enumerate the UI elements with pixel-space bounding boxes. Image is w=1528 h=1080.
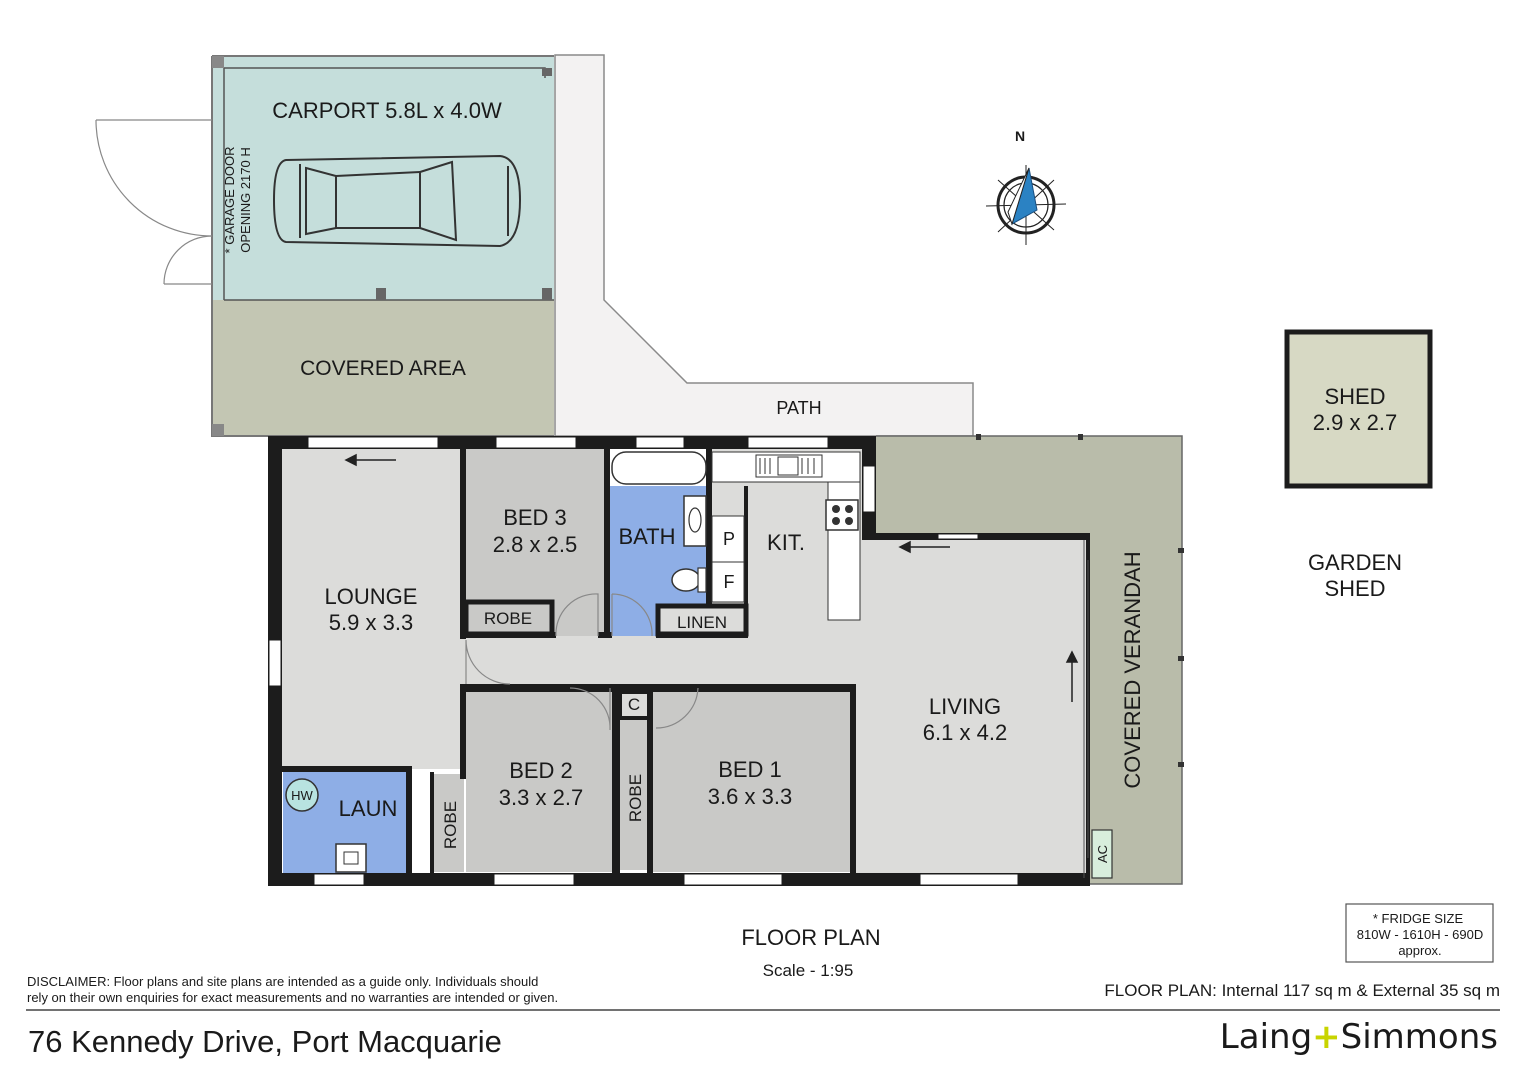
kitchen-label: KIT. (767, 530, 805, 555)
property-address: 76 Kennedy Drive, Port Macquarie (28, 1024, 502, 1059)
cupboard-c (618, 690, 651, 720)
verandah-label: COVERED VERANDAH (1120, 551, 1145, 788)
linen-cupboard (655, 603, 749, 637)
bed3-size: 2.8 x 2.5 (493, 532, 577, 557)
ac-label: AC (1095, 845, 1110, 863)
bed1-label: BED 1 (718, 757, 782, 782)
compass-north-label: N (1015, 128, 1025, 144)
robe-bed1-label: ROBE (626, 774, 645, 822)
fridge-note-line3: approx. (1398, 943, 1441, 958)
plan-title: FLOOR PLAN (741, 925, 880, 950)
carport-post (376, 288, 386, 300)
laundry-tub (335, 843, 367, 873)
carport-post (212, 56, 224, 68)
cooktop-burners (832, 505, 853, 525)
fridge-note-line2: 810W - 1610H - 690D (1357, 927, 1483, 942)
shed-label: SHED (1324, 384, 1385, 409)
cooktop-icon (825, 499, 859, 531)
cupboard-label: C (628, 695, 640, 714)
door-swings (465, 593, 699, 731)
carport-label: CARPORT 5.8L x 4.0W (272, 98, 502, 123)
fridge-label: F (724, 572, 735, 592)
disclaimer-line2: rely on their own enquiries for exact me… (27, 990, 558, 1005)
brand-name-right: Simmons (1341, 1017, 1498, 1057)
gate-swing (95, 119, 213, 237)
brand-logo: Laing+Simmons (1220, 1017, 1498, 1057)
robe-bed2-label: ROBE (441, 801, 460, 849)
living-fill (856, 540, 1088, 878)
sliding-door (1083, 540, 1089, 878)
robe-fill (620, 718, 650, 870)
living-size: 6.1 x 4.2 (923, 720, 1007, 745)
fridge-note-line1: * FRIDGE SIZE (1373, 911, 1464, 926)
sink-drainer (759, 458, 815, 474)
garage-door-note-line1: * GARAGE DOOR (222, 147, 237, 254)
brand-plus: + (1312, 1017, 1341, 1057)
hall-fill (462, 636, 856, 688)
pantry (711, 515, 745, 563)
toilet (671, 568, 701, 592)
covered-area-label: COVERED AREA (300, 357, 466, 380)
basin (688, 507, 702, 533)
bed2-label: BED 2 (509, 758, 573, 783)
ac-unit (1091, 829, 1113, 879)
arrow-icon (344, 453, 1079, 702)
sink-bowl (777, 456, 799, 476)
robe-bed3-label: ROBE (484, 609, 532, 628)
area-summary: FLOOR PLAN: Internal 117 sq m & External… (1104, 981, 1500, 1000)
bed1-size: 3.6 x 3.3 (708, 784, 792, 809)
plan-scale: Scale - 1:95 (763, 961, 854, 980)
hot-water-label: HW (291, 788, 313, 803)
bathtub (611, 451, 707, 485)
path-area (554, 54, 974, 437)
bed2-fill (466, 692, 614, 872)
carport-area (212, 56, 554, 300)
lounge-fill (282, 449, 462, 769)
bed1-fill (650, 692, 852, 872)
covered-area (212, 300, 554, 436)
garage-door-note: * GARAGE DOOR OPENING 2170 H (222, 147, 253, 254)
garage-door-note-line2: OPENING 2170 H (238, 147, 253, 253)
living-label: LIVING (929, 694, 1001, 719)
hot-water-icon (285, 778, 319, 812)
linen-label: LINEN (677, 613, 727, 632)
disclaimer-line1: DISCLAIMER: Floor plans and site plans a… (27, 974, 538, 989)
verandah-posts (976, 434, 1184, 767)
laundry-tub-bowl (343, 851, 359, 865)
carport-post (542, 288, 552, 300)
garden-shed-label-line2: SHED (1324, 576, 1385, 601)
path-label: PATH (776, 398, 821, 418)
gate-swing (163, 235, 213, 285)
fridge-space (711, 561, 745, 603)
brand-name-left: Laing (1220, 1017, 1312, 1057)
shed-size: 2.9 x 2.7 (1313, 410, 1397, 435)
windows (268, 436, 1019, 886)
robe-bed3 (463, 599, 555, 637)
garden-shed-label-line1: GARDEN (1308, 550, 1402, 575)
verandah-fill (876, 436, 1182, 884)
shed-fill (1284, 329, 1433, 489)
fridge-note-box (1345, 903, 1494, 963)
car-icon (272, 154, 522, 248)
toilet-cistern (697, 567, 707, 593)
bath-label: BATH (618, 524, 675, 549)
lounge-size: 5.9 x 3.3 (329, 610, 413, 635)
lounge-label: LOUNGE (325, 584, 418, 609)
pantry-label: P (723, 529, 735, 549)
robe-fill (434, 774, 464, 872)
bed2-size: 3.3 x 2.7 (499, 785, 583, 810)
carport-post (542, 68, 552, 76)
kitchen-sink (755, 454, 823, 478)
compass-icon (985, 165, 1067, 245)
carport-post (212, 424, 224, 436)
bed3-label: BED 3 (503, 505, 567, 530)
laundry-label: LAUN (339, 796, 398, 821)
